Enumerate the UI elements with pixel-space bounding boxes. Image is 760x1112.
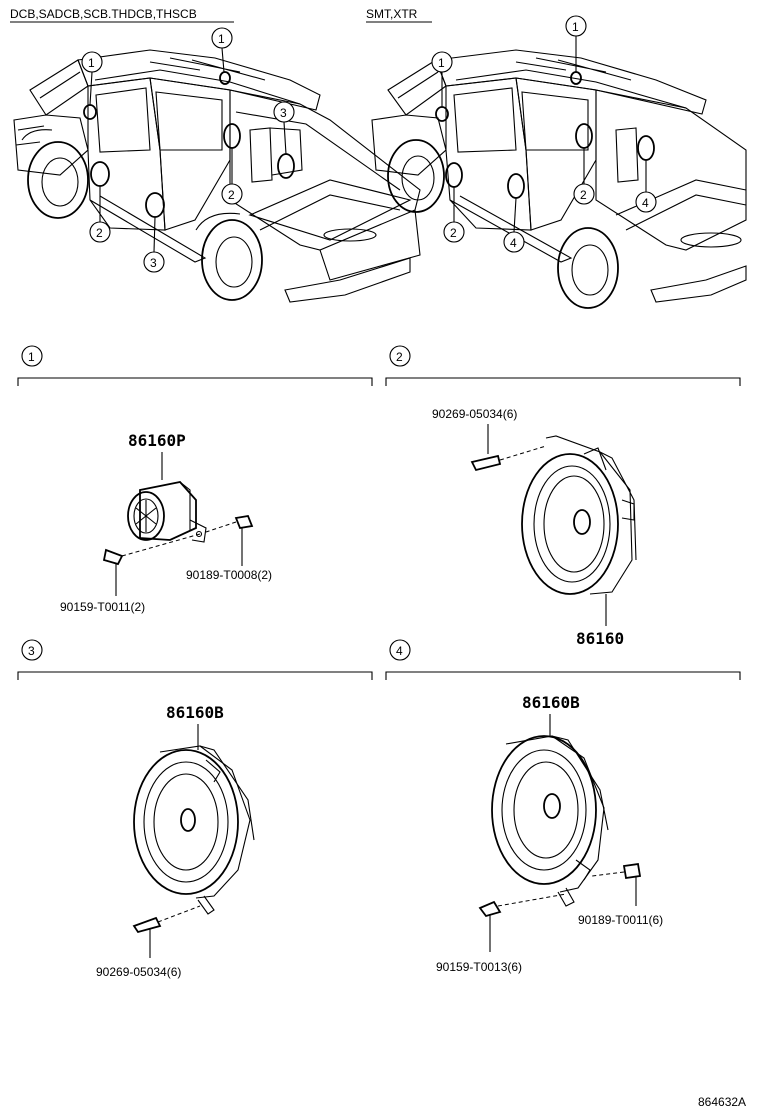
callout-2-left-a: 2 [89,221,111,243]
section-4-index: 4 [396,644,403,658]
callout-number: 1 [438,56,445,70]
callout-4-right-a: 4 [503,231,525,253]
callout-number: 2 [96,226,103,240]
part-code-86160b-s3: 86160B [166,703,224,722]
callout-3-left-a: 3 [143,251,165,273]
nut-90189-drawing [205,514,254,533]
callout-2-right-b: 2 [573,183,595,205]
callout-number: 2 [228,188,235,202]
callout-number: 2 [580,188,587,202]
section-1-index: 1 [28,350,35,364]
callout-2-left-b: 2 [221,183,243,205]
part-code-90159-t0011: 90159-T0011(2) [60,600,145,614]
section-3-bracket [17,671,373,680]
part-code-86160: 86160 [576,629,624,648]
section-2: 2 90269-05034(6) 86160 [385,345,741,648]
callout-number: 1 [88,56,95,70]
screw-90269-drawing-s2 [470,445,547,472]
tweeter-drawing [127,481,207,543]
callout-number: 3 [150,256,157,270]
callout-4-right-b: 4 [635,191,657,213]
section-2-index: 2 [396,350,403,364]
callout-number: 1 [218,32,225,46]
callout-number: 2 [450,226,457,240]
figure-id: 864632A [698,1095,746,1109]
part-code-90189-t0008: 90189-T0008(2) [186,568,272,582]
section-4-bracket [385,671,741,680]
callout-number: 1 [572,20,579,34]
callout-1-left-b: 1 [211,27,233,49]
variant-label-right: SMT,XTR [366,7,418,21]
part-code-86160b-s4: 86160B [522,693,580,712]
screw-90159-drawing-s4 [478,893,567,918]
part-code-90189-t0011: 90189-T0011(6) [578,913,663,927]
truck-illustration-right: 1 1 2 4 2 4 [371,15,747,309]
variant-label-left: DCB,SADCB,SCB.THDCB,THSCB [10,7,197,21]
part-code-90269-05034-s3: 90269-05034(6) [96,965,181,979]
callout-1-right-b: 1 [565,15,587,37]
callout-2-right-a: 2 [443,221,465,243]
section-4: 4 86160B 90189-T0011(6) 90159-T0013(6) [385,639,741,974]
callout-3-left-b: 3 [273,101,295,123]
callout-number: 4 [510,236,517,250]
section-1-bracket [17,377,373,386]
truck-illustration-left: 1 1 2 3 2 3 [13,27,421,303]
screw-90269-drawing-s3 [132,905,201,934]
callout-1-right-a: 1 [431,51,453,73]
speaker-86160b-drawing-s4 [491,735,609,907]
callout-number: 3 [280,106,287,120]
section-1: 1 86160P 90189-T0008(2) 90159-T0011(2) [17,345,373,614]
section-3: 3 86160B 90269-05034(6) [17,639,373,979]
part-code-90159-t0013: 90159-T0013(6) [436,960,522,974]
callout-number: 4 [642,196,649,210]
screw-90159-drawing [102,533,201,566]
section-2-bracket [385,377,741,386]
callout-1-left-a: 1 [81,51,103,73]
clip-90189-drawing [591,862,642,880]
part-code-86160p: 86160P [128,431,186,450]
speaker-86160b-drawing-s3 [133,745,255,915]
part-code-90269-05034-s2: 90269-05034(6) [432,407,517,421]
speaker-86160-drawing [521,435,637,595]
section-3-index: 3 [28,644,35,658]
